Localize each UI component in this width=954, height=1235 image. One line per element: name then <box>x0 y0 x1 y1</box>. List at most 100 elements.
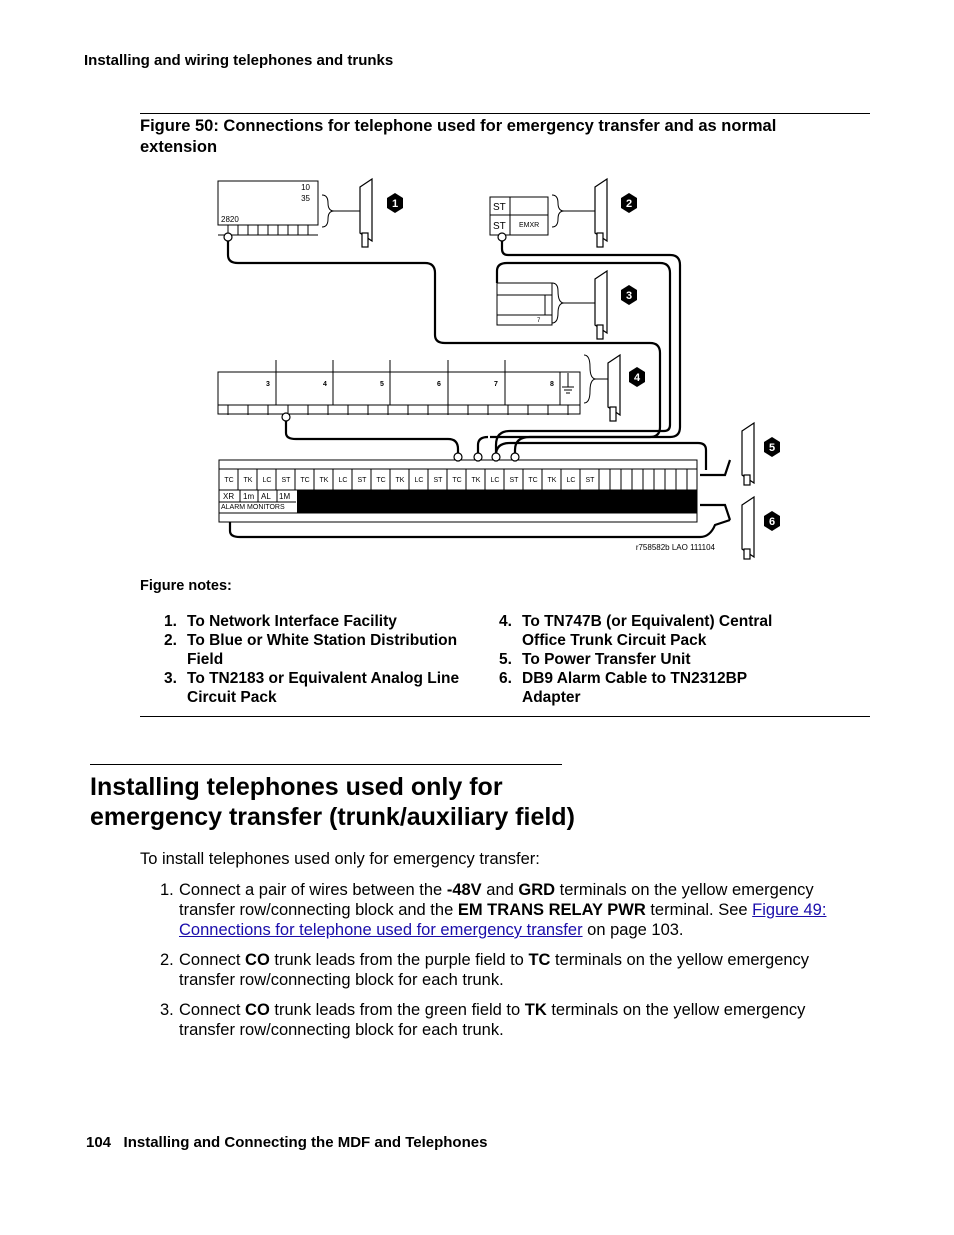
page-footer: 104 Installing and Connecting the MDF an… <box>86 1134 487 1151</box>
note-number: 2. <box>164 632 177 649</box>
alarm-monitors-label: ALARM MONITORS <box>221 504 285 511</box>
section-title-line2: emergency transfer (trunk/auxiliary fiel… <box>90 803 575 831</box>
alarm-label-1m: 1m <box>243 492 254 501</box>
callout-3-label: 3 <box>626 290 632 302</box>
figure-caption: Figure 50: Connections for telephone use… <box>140 116 860 158</box>
step-bold: GRD <box>518 881 556 899</box>
terminal-label: ST <box>282 477 292 484</box>
step-text: Connect <box>179 1001 246 1019</box>
step-bold: TC <box>528 951 551 969</box>
alarm-label-1M: 1M <box>279 492 290 501</box>
figure-49-link[interactable]: Figure 49: Connections for telephone use… <box>179 901 827 939</box>
step-text: terminal. See <box>645 901 753 919</box>
figure-notes-left: 1. To Network Interface Facility 2. To Blu… <box>164 612 474 707</box>
wires <box>226 235 732 539</box>
alarm-labels: XR 1m AL 1M <box>223 492 290 501</box>
step-item: 1.Connect a pair of wires between the -4… <box>160 880 860 940</box>
callout-5-icon: 5 <box>764 437 780 457</box>
step-number: 3. <box>160 1001 174 1019</box>
terminal-label: LC <box>491 477 500 484</box>
block3-connector <box>496 282 553 326</box>
block1-terminals <box>218 225 318 236</box>
terminal-label: TC <box>300 477 309 484</box>
step-item: 2. Connect CO trunk leads from the purple… <box>160 950 860 990</box>
figure-notes-right: 4. To TN747B (or Equivalent) Central Offi… <box>499 612 799 707</box>
block3-num: 7 <box>537 318 541 324</box>
terminal-label: ST <box>586 477 596 484</box>
note-text: To Network Interface Facility <box>187 613 397 630</box>
terminal-label: LC <box>567 477 576 484</box>
figure-bottom-rule <box>140 716 870 717</box>
callouts: 1 2 3 4 5 6 <box>387 193 780 531</box>
block1-num-top: 10 <box>301 183 310 192</box>
alarm-label-xr: XR <box>223 492 234 501</box>
terminal-label: TC <box>376 477 385 484</box>
note-text: DB9 Alarm Cable to TN2312BP Adapter <box>522 670 747 706</box>
section-intro: To install telephones used only for emer… <box>140 850 540 868</box>
note-number: 3. <box>164 670 177 687</box>
callout-3-icon: 3 <box>621 285 637 305</box>
terminal-label: LC <box>263 477 272 484</box>
terminal-labels: TC TK LC ST TC TK LC ST TC TK LC ST TC T… <box>224 477 595 484</box>
terminal-label: LC <box>415 477 424 484</box>
callout-5-label: 5 <box>769 442 775 454</box>
callout-4-label: 4 <box>634 372 641 384</box>
figure-note: 1. To Network Interface Facility <box>164 612 474 631</box>
footer-title: Installing and Connecting the MDF and Te… <box>123 1134 488 1151</box>
wiring-diagram: 1 2 3 4 5 6 10 35 2820 ST ST EMXR 7 3 4 … <box>217 177 780 560</box>
note-number: 4. <box>499 613 512 630</box>
figure-top-rule <box>140 113 870 114</box>
note-number: 1. <box>164 613 177 630</box>
note-text: To Blue or White Station Distribution Fi… <box>187 632 458 668</box>
terminal-label: TC <box>528 477 537 484</box>
row-number-5: 5 <box>380 381 384 388</box>
figure-note: 5. To Power Transfer Unit <box>499 650 799 669</box>
plug-connectors <box>359 177 755 560</box>
row-number-6: 6 <box>437 381 441 388</box>
step-number: 2. <box>160 951 174 969</box>
step-text: trunk leads from the purple field to <box>269 951 529 969</box>
step-bold: EM TRANS RELAY PWR <box>457 901 646 919</box>
step-item: 3. Connect CO trunk leads from the green … <box>160 1000 860 1040</box>
note-text: To TN2183 or Equivalent Analog Line Circ… <box>187 670 460 706</box>
note-number: 5. <box>499 651 512 668</box>
main-block-fill <box>297 490 697 513</box>
figure-note: 6. DB9 Alarm Cable to TN2312BP Adapter <box>499 669 799 707</box>
step-text: Connect <box>179 951 246 969</box>
step-text: terminals on the yellow emergency transf… <box>179 951 810 989</box>
row-block <box>217 371 581 415</box>
figure-note: 3. To TN2183 or Equivalent Analog Line Ci… <box>164 669 474 707</box>
row-terminals <box>227 405 569 415</box>
step-number: 1. <box>160 881 174 899</box>
block2-emxr: EMXR <box>519 222 539 229</box>
step-text: trunk leads from the green field to <box>269 1001 525 1019</box>
step-bold: CO <box>245 1001 270 1019</box>
terminal-label: TK <box>396 477 405 484</box>
terminal-label: TK <box>244 477 253 484</box>
figure-note: 4. To TN747B (or Equivalent) Central Offi… <box>499 612 799 650</box>
note-number: 6. <box>499 670 512 687</box>
step-text: and <box>481 881 519 899</box>
row-number-7: 7 <box>494 381 498 388</box>
step-bold: CO <box>245 951 270 969</box>
note-text: To TN747B (or Equivalent) Central Office… <box>522 613 773 649</box>
terminal-label: TC <box>224 477 233 484</box>
callout-2-icon: 2 <box>621 193 637 213</box>
note-text: To Power Transfer Unit <box>522 651 691 668</box>
callout-1-icon: 1 <box>387 193 403 213</box>
block2-st1: ST <box>493 202 506 213</box>
step-text: Connect a pair of wires between the <box>179 881 447 899</box>
callout-6-label: 6 <box>769 516 775 528</box>
section-title: Installing telephones used only for emer… <box>90 772 730 832</box>
block1-label: 2820 <box>221 215 239 224</box>
alarm-label-al: AL <box>261 492 271 501</box>
section-title-line1: Installing telephones used only for <box>90 773 503 801</box>
step-bold: TK <box>524 1001 547 1019</box>
figure-caption-line2: extension <box>140 138 218 156</box>
row-numbers: 3 4 5 6 7 8 <box>266 381 554 388</box>
figure-caption-line1: Figure 50: Connections for telephone use… <box>140 117 777 135</box>
block2-connector <box>489 196 549 236</box>
running-head: Installing and wiring telephones and tru… <box>84 52 394 69</box>
terminal-label: ST <box>358 477 368 484</box>
block1-num-bottom: 35 <box>301 194 310 203</box>
